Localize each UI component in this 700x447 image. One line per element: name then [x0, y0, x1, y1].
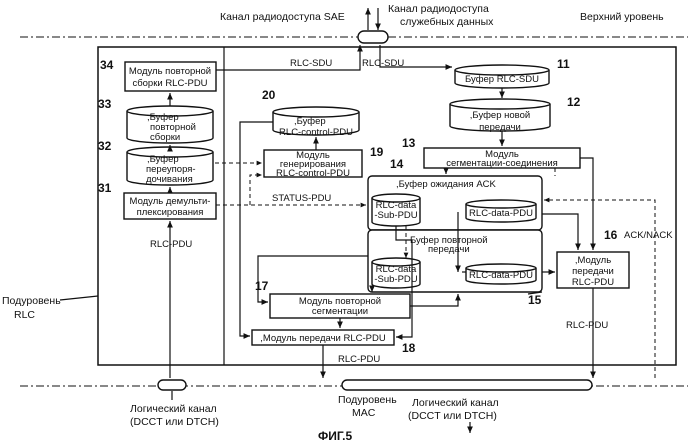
rlc-sdu-right-label: RLC-SDU [362, 58, 404, 69]
rlc-pdu-left-label: RLC-PDU [150, 239, 192, 250]
reassembly-module-line1: Модуль повторной [129, 66, 211, 77]
demux-module-line2: плексирования [137, 207, 204, 218]
rlc-pdu-transmit-right-line3: RLC-PDU [572, 277, 614, 288]
logical-channel-right-2: (DCCT или DTCH) [408, 410, 497, 422]
ack-nack-feedback-line [544, 200, 655, 378]
ack-wait-data-pdu-top [466, 200, 536, 208]
ref-19: 19 [370, 145, 384, 159]
logical-channel-left-1: Логический канал [130, 403, 217, 415]
ref-17: 17 [255, 279, 269, 293]
ref-14: 14 [390, 157, 404, 171]
arrow-13-to-16 [580, 158, 593, 250]
reordering-buffer-line3: дочивания [146, 174, 193, 185]
figure-caption: ФИГ.5 [318, 429, 353, 443]
arrow-ackbuf-to-16 [542, 214, 578, 250]
rlc-sdu-output-line [216, 45, 360, 70]
rlc-pdu-transmit-label: ,Модуль передачи RLC-PDU [260, 333, 386, 344]
logical-channel-pill-left [158, 380, 186, 390]
status-to-generator-line [250, 175, 262, 205]
rlc-sdu-left-label: RLC-SDU [290, 58, 332, 69]
ref-31: 31 [98, 181, 112, 195]
new-transmission-buffer-top [450, 99, 550, 109]
ref-20: 20 [262, 88, 276, 102]
service-channel-label-1: Канал радиодоступа [388, 3, 489, 15]
rlc-pdu-bottom-label: RLC-PDU [338, 354, 380, 365]
ref-11: 11 [557, 57, 570, 71]
ref-12: 12 [567, 95, 581, 109]
mac-sublevel-label-2: MAC [352, 407, 376, 419]
ref-32: 32 [98, 139, 112, 153]
arrow-17-back-to-buffer [410, 294, 458, 306]
reassembly-buffer-line3: сборки [150, 132, 180, 143]
upper-level-label: Верхний уровень [580, 11, 664, 23]
mac-sublevel-label-1: Подуровень [338, 394, 397, 406]
logical-channel-right-1: Логический канал [412, 397, 499, 409]
rlc-sublevel-leader [60, 296, 98, 300]
new-transmission-buffer-line2: передачи [479, 122, 521, 133]
logical-channel-left-2: (DCCT или DTCH) [130, 416, 219, 428]
ref-18: 18 [402, 341, 416, 355]
rlc-sublevel-label-1: Подуровень [2, 295, 61, 307]
demux-module-line1: Модуль демульти- [130, 196, 211, 207]
control-pdu-buffer-line1: ,Буфер [294, 116, 326, 127]
retransmission-buffer-line2: передачи [428, 244, 470, 255]
rlc-sdu-buffer-label: Буфер RLC-SDU [465, 74, 539, 85]
ack-wait-sub-pdu-line2: -Sub-PDU [374, 210, 417, 221]
new-transmission-buffer-line1: ,Буфер новой [470, 110, 530, 121]
ref-34: 34 [100, 58, 114, 72]
rlc-pdu-transmit-right-line1: ,Модуль [575, 255, 611, 266]
rlc-pdu-transmit-right-line2: передачи [572, 266, 614, 277]
status-pdu-label: STATUS-PDU [272, 193, 331, 204]
segmentation-module-line2: сегментации-соединения [446, 158, 558, 169]
mac-bus [342, 380, 592, 390]
ack-wait-buffer-label: ,Буфер ожидания ACK [396, 179, 497, 190]
ref-16: 16 [604, 228, 618, 242]
ack-wait-data-pdu-label: RLC-data-PDU [469, 208, 533, 219]
rlc-pdu-right-label: RLC-PDU [566, 320, 608, 331]
sae-bearer-pill [358, 31, 388, 43]
retx-data-pdu-label: RLC-data-PDU [469, 270, 533, 281]
control-pdu-generator-line3: RLC-control-PDU [276, 168, 350, 179]
ref-15: 15 [528, 293, 542, 307]
ack-nack-label: ACK/NACK [624, 230, 673, 241]
retx-sub-pdu-line2: -Sub-PDU [374, 274, 417, 285]
control-pdu-buffer-line2: RLC-control-PDU [279, 127, 353, 138]
rlc-sublevel-label-2: RLC [14, 309, 35, 321]
sae-channel-label: Канал радиодоступа SAE [220, 11, 345, 23]
resegmentation-line2: сегментации [312, 306, 368, 317]
ref-33: 33 [98, 97, 112, 111]
service-channel-label-2: служебных данных [400, 16, 494, 28]
reassembly-module-line2: сборки RLC-PDU [132, 78, 207, 89]
ref-13: 13 [402, 136, 416, 150]
